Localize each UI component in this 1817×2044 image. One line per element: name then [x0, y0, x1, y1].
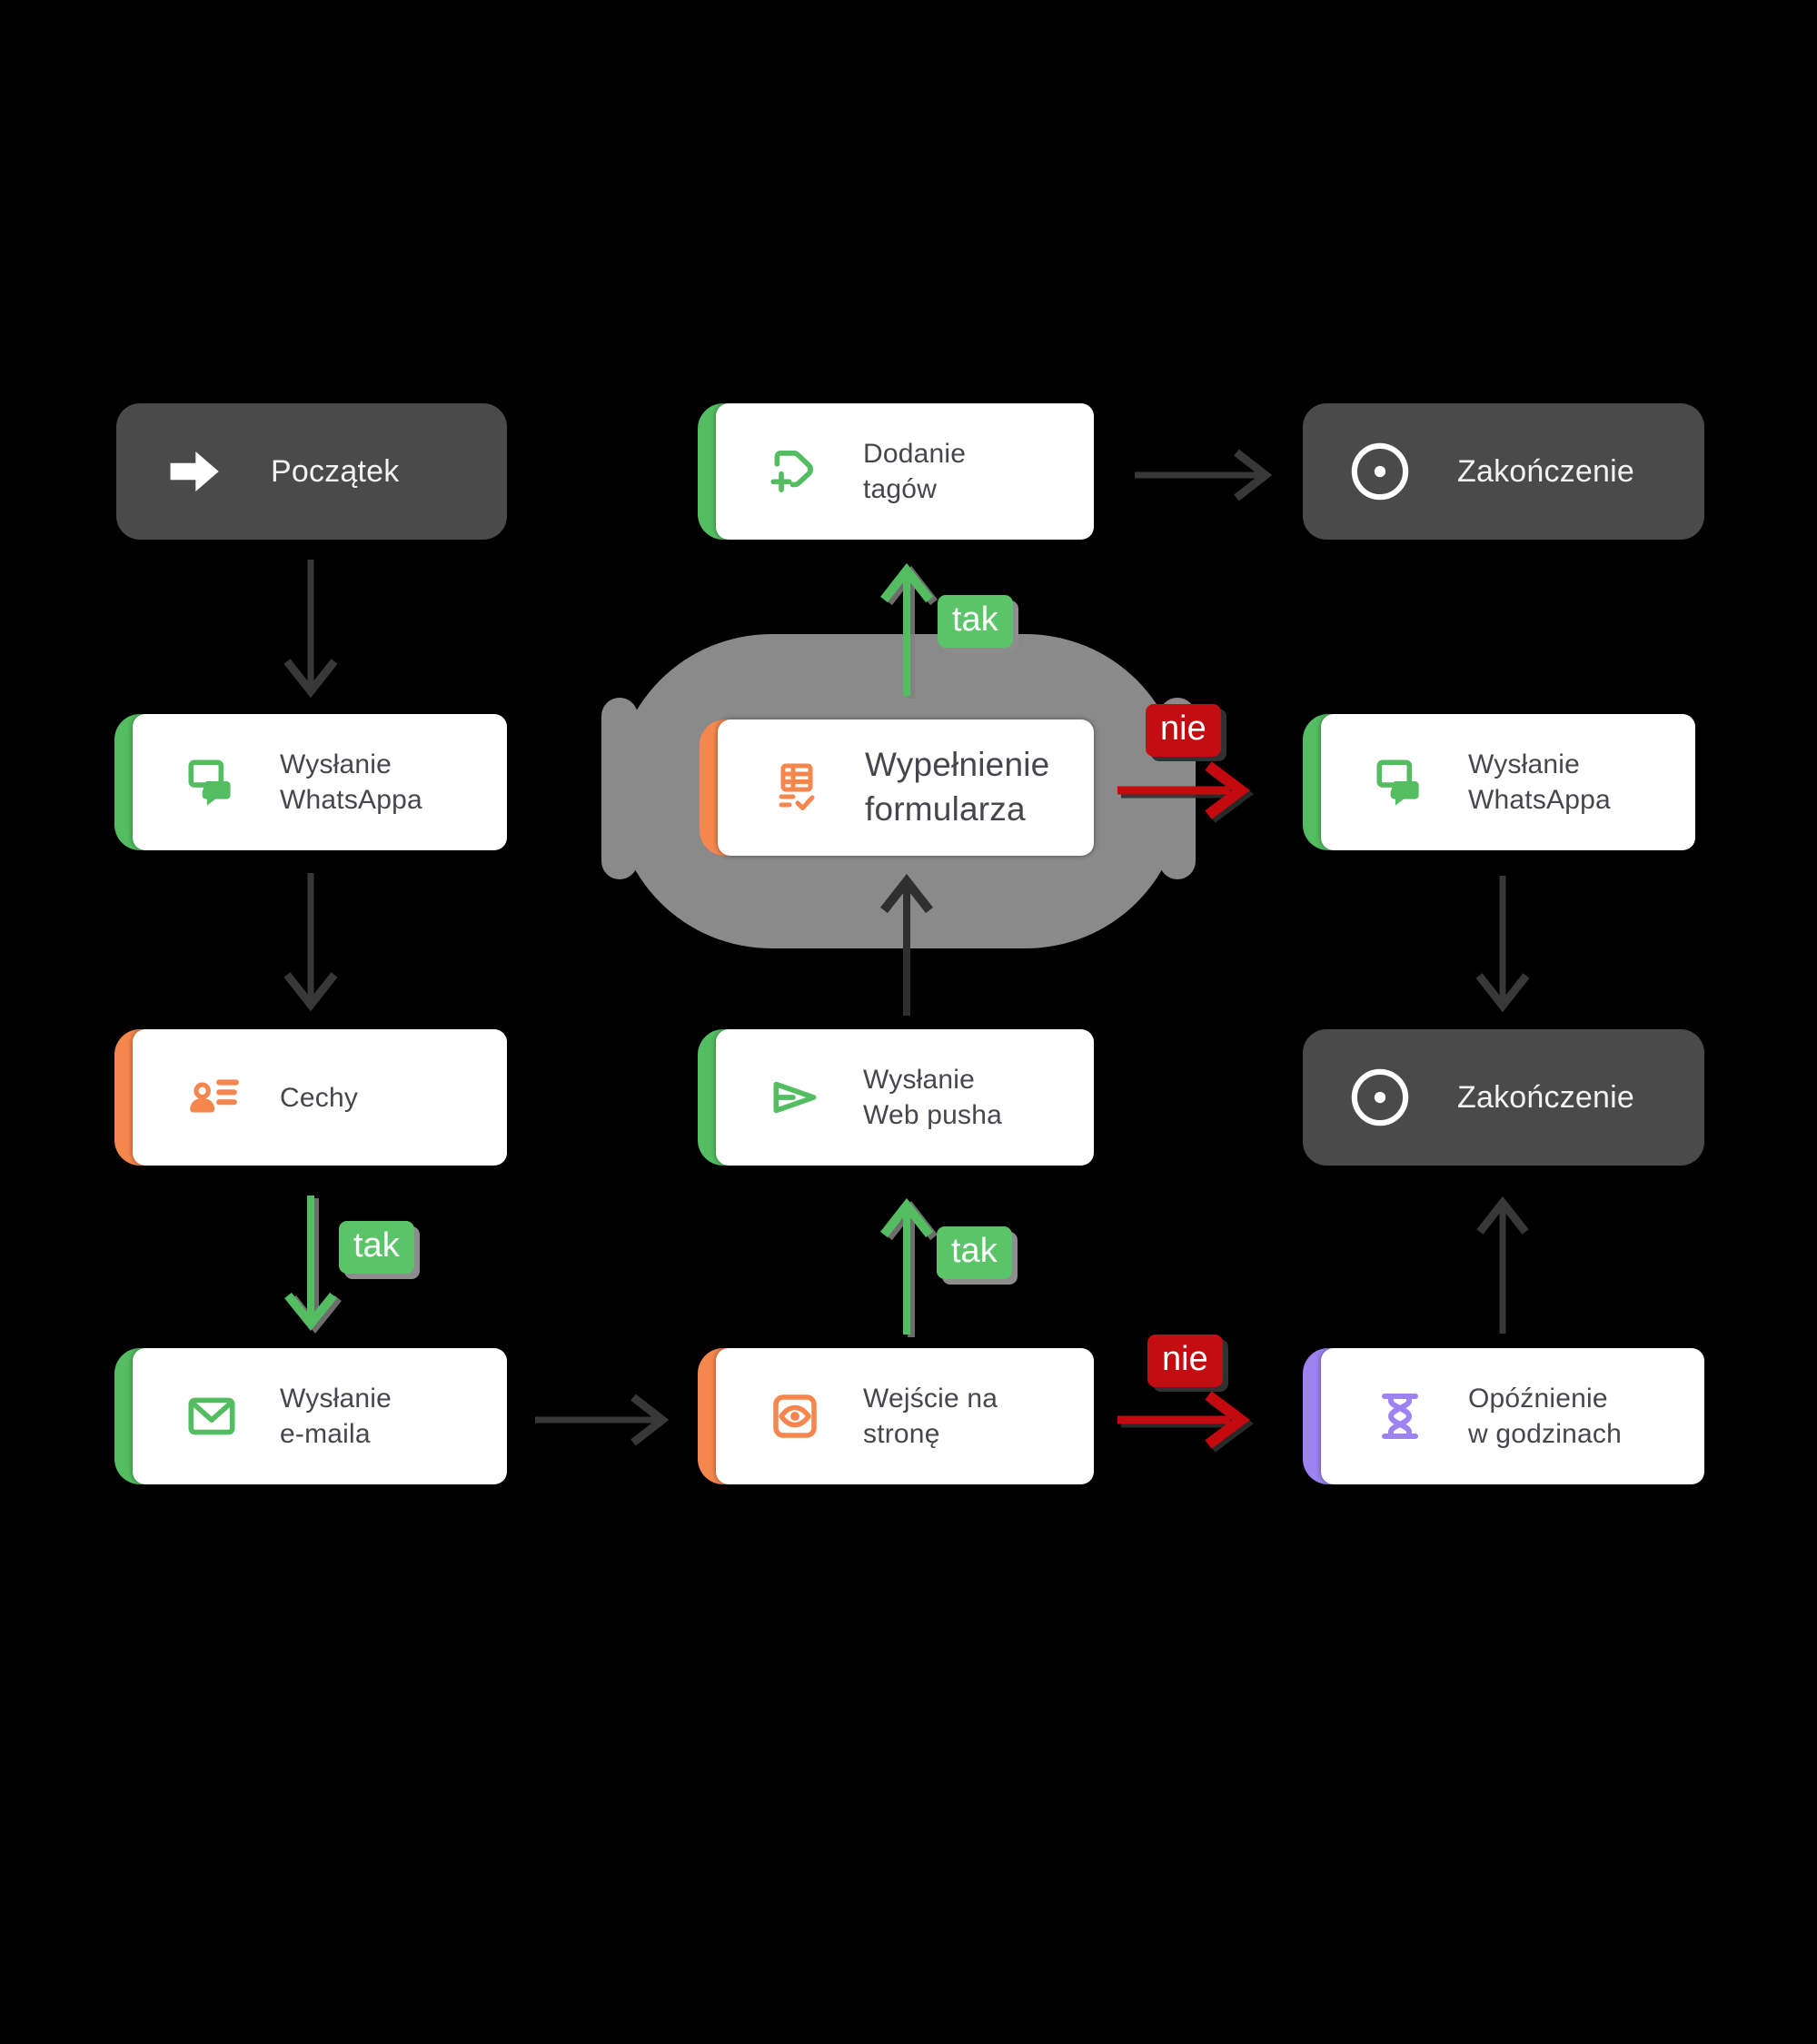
node-zakonczenie-top[interactable]: Zakończenie — [1303, 403, 1704, 540]
edge-whatsapp-cechy — [279, 868, 343, 1022]
node-label: Zakończenie — [1457, 453, 1634, 489]
edge-poczatek-whatsapp — [279, 554, 343, 709]
envelope-icon — [178, 1386, 245, 1446]
edge-wejscie-opoznienie-nie — [1114, 1388, 1259, 1452]
contact-card-icon — [178, 1067, 245, 1127]
edge-formularz-whatsapp-nie — [1114, 759, 1259, 822]
chat-icon — [178, 752, 245, 812]
edge-label-tak-center: tak — [937, 1226, 1012, 1279]
node-label: Cechy — [280, 1082, 359, 1113]
edge-opoznienie-zakonczenie — [1471, 1192, 1534, 1339]
node-poczatek[interactable]: Początek — [116, 403, 507, 540]
arrow-right-icon — [160, 438, 227, 505]
eye-icon — [761, 1387, 829, 1445]
edge-whatsapp-zakonczenie — [1471, 870, 1534, 1023]
node-cechy[interactable]: Cechy — [114, 1029, 507, 1166]
edge-label-tak-left: tak — [339, 1221, 414, 1274]
edge-tagi-zakonczenie — [1129, 443, 1288, 507]
send-icon — [761, 1067, 829, 1127]
edge-label-nie-middle: nie — [1146, 704, 1221, 757]
edge-label-tak-top: tak — [938, 595, 1013, 648]
chat-icon — [1366, 752, 1434, 812]
edge-webpush-formularz — [875, 870, 938, 1023]
edge-wejscie-webpush — [875, 1195, 938, 1340]
node-zakonczenie-right[interactable]: Zakończenie — [1303, 1029, 1704, 1166]
hourglass-icon — [1366, 1387, 1434, 1445]
tag-plus-icon — [761, 442, 829, 501]
node-label: Zakończenie — [1457, 1079, 1634, 1115]
edge-email-wejscie — [530, 1388, 684, 1452]
form-check-icon — [763, 759, 830, 817]
circle-dot-icon — [1346, 439, 1414, 504]
edge-formularz-tagi — [875, 561, 938, 700]
node-label: Początek — [271, 453, 400, 489]
circle-dot-icon — [1346, 1065, 1414, 1130]
edge-cechy-email — [279, 1192, 343, 1339]
edge-label-nie-bottom: nie — [1147, 1335, 1223, 1387]
